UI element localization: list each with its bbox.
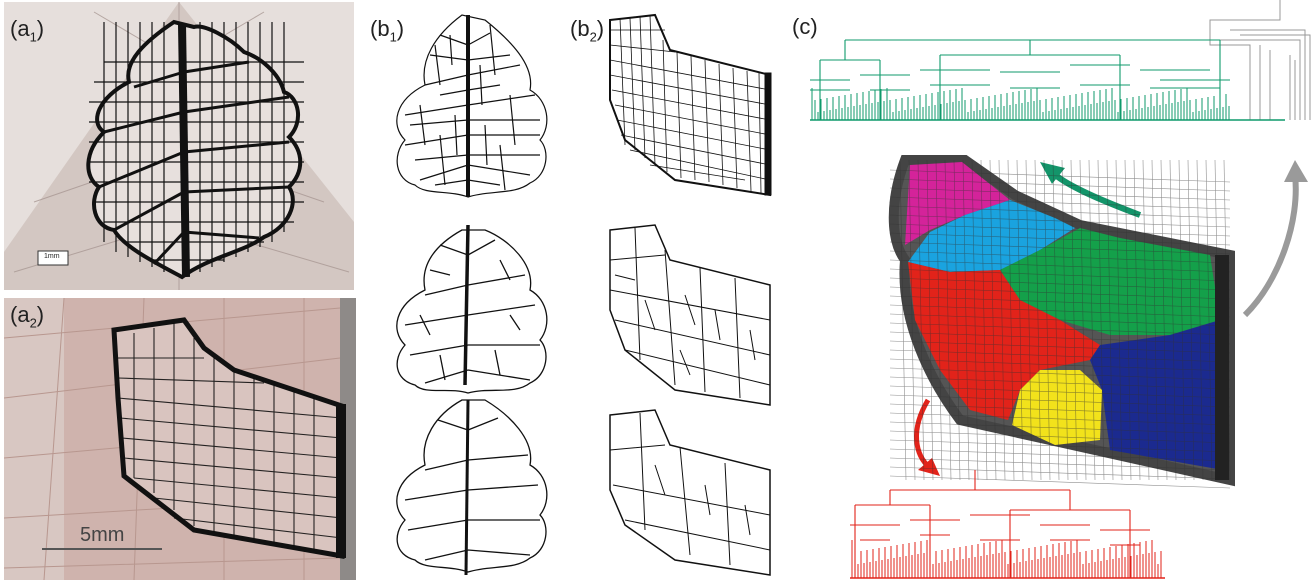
arrow-grey [1245,175,1296,315]
b1-leaf-bot [397,400,547,575]
label-a2: (a2) [10,302,44,330]
arrow-grey-head [1284,160,1308,182]
dendrogram-red-leaves [852,540,1161,578]
b2-skeletons [595,10,785,580]
b1-leaf-top [397,15,547,197]
b1-leaf-mid [397,225,547,393]
dendrogram-green-leaves [812,88,1229,120]
c-figure [790,0,1315,581]
b2-leaf-top [610,15,771,195]
panel-a2-photo: 5mm [4,298,356,580]
b2-leaf-mid [610,225,770,405]
label-a1: (a1) [10,16,44,44]
b1-skeletons [380,5,570,581]
midrib [1215,255,1229,480]
dendrogram-green [810,40,1230,120]
b2-leaf-bot [610,410,770,575]
leaf-a1-svg [4,2,354,290]
segmented-leaf [890,160,1230,488]
leaf-a2-svg [4,298,356,580]
panel-a1-photo: 1mm [4,2,354,290]
dendrogram-red [850,470,1150,578]
a1-scale-text: 1mm [44,253,60,260]
dendrogram-grey [1210,0,1310,120]
a2-scale-text: 5mm [80,524,124,547]
